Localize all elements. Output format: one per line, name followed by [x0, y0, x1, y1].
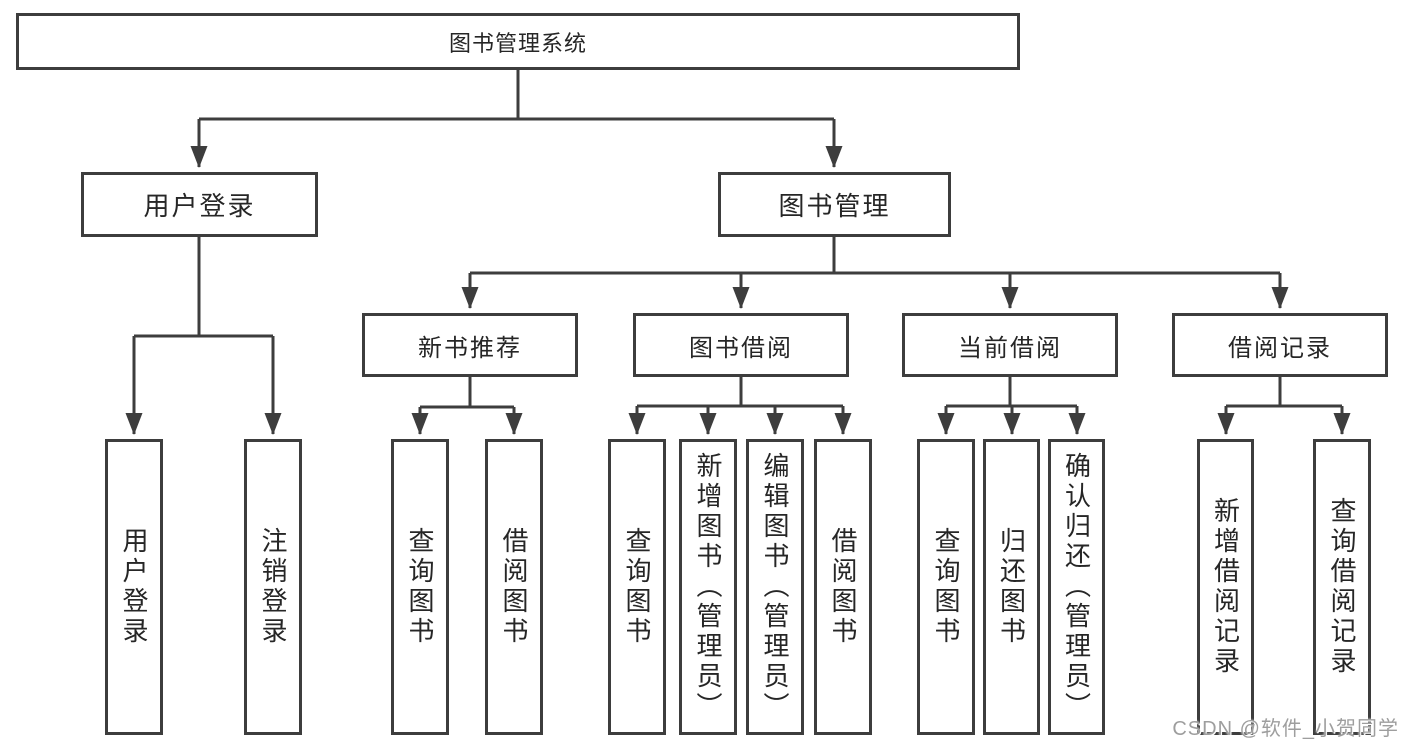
- leaf-label: 新增图书（管理员）: [693, 452, 723, 722]
- leaf-label: 借阅图书: [828, 527, 858, 647]
- node-current-borrow: 当前借阅: [902, 313, 1118, 377]
- leaf-label: 借阅图书: [499, 527, 529, 647]
- node-label: 图书管理: [778, 191, 891, 221]
- node-root: 图书管理系统: [16, 13, 1020, 70]
- leaf-query-book-3: 查询图书: [917, 439, 975, 735]
- node-label: 新书推荐: [418, 334, 522, 362]
- leaf-label: 查询图书: [931, 527, 961, 647]
- leaf-borrow-book-2: 借阅图书: [814, 439, 872, 735]
- node-new-book-recommend: 新书推荐: [362, 313, 578, 377]
- leaf-query-borrow-record: 查询借阅记录: [1313, 439, 1371, 735]
- leaf-label: 新增借阅记录: [1210, 497, 1241, 677]
- root-branch: [190, 70, 843, 168]
- node-book-management: 图书管理: [718, 172, 951, 237]
- new-book-branch: [411, 377, 523, 435]
- leaf-label: 编辑图书（管理员）: [760, 452, 790, 722]
- leaf-edit-book-admin: 编辑图书（管理员）: [746, 439, 804, 735]
- node-label: 借阅记录: [1228, 334, 1332, 362]
- leaf-user-login: 用户登录: [105, 439, 163, 735]
- node-label: 当前借阅: [958, 334, 1062, 362]
- node-book-borrow: 图书借阅: [633, 313, 849, 377]
- leaf-borrow-book-1: 借阅图书: [485, 439, 543, 735]
- user-login-branch: [125, 237, 282, 435]
- leaf-label: 确认归还（管理员）: [1061, 452, 1092, 722]
- leaf-label: 查询图书: [622, 527, 652, 647]
- node-label: 图书管理系统: [448, 30, 587, 56]
- csdn-watermark: CSDN @软件_小贺同学: [1172, 718, 1399, 740]
- book-mgmt-branch: [461, 237, 1289, 309]
- leaf-query-book-1: 查询图书: [391, 439, 449, 735]
- leaf-label: 注销登录: [258, 527, 288, 647]
- node-user-login: 用户登录: [81, 172, 318, 237]
- leaf-label: 用户登录: [119, 527, 149, 647]
- leaf-label: 查询图书: [405, 527, 435, 647]
- leaf-confirm-return-admin: 确认归还（管理员）: [1048, 439, 1105, 735]
- records-branch: [1217, 377, 1351, 435]
- node-borrow-records: 借阅记录: [1172, 313, 1388, 377]
- node-label: 图书借阅: [689, 334, 793, 362]
- node-label: 用户登录: [143, 191, 256, 221]
- current-branch: [937, 377, 1086, 435]
- leaf-return-book: 归还图书: [983, 439, 1040, 735]
- leaf-query-book-2: 查询图书: [608, 439, 666, 735]
- leaf-add-borrow-record: 新增借阅记录: [1197, 439, 1254, 735]
- leaf-add-book-admin: 新增图书（管理员）: [679, 439, 737, 735]
- leaf-label: 查询借阅记录: [1327, 497, 1357, 677]
- borrow-branch: [628, 377, 852, 435]
- leaf-logout: 注销登录: [244, 439, 302, 735]
- leaf-label: 归还图书: [996, 527, 1027, 647]
